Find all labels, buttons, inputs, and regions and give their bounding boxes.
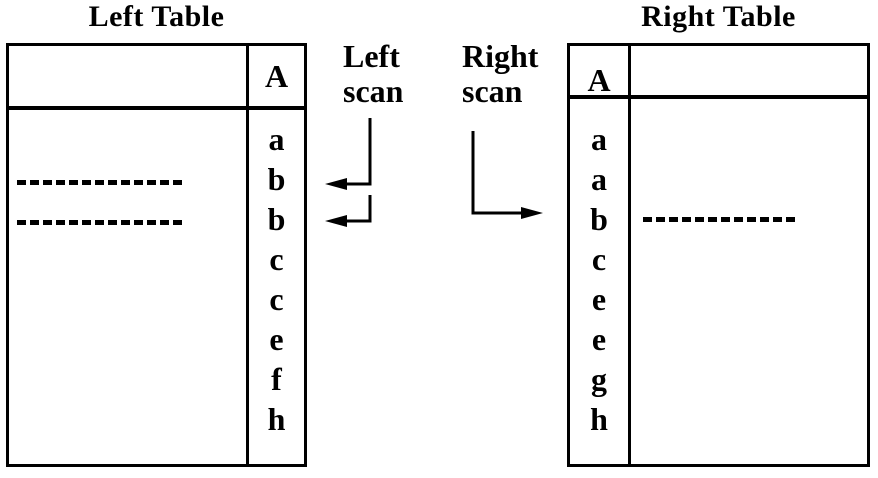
key-cell: a: [591, 121, 607, 157]
left-table: A a b b c c e f h: [6, 43, 307, 467]
match-line-left-row-b2: [17, 220, 182, 225]
key-cell: e: [591, 321, 607, 357]
left-table-key-column-header: A: [246, 46, 304, 110]
right-scan-label: Right scan: [462, 39, 538, 109]
key-cell: g: [591, 361, 607, 397]
right-scan-label-line2: scan: [462, 73, 523, 109]
right-table-title: Right Table: [641, 0, 796, 33]
right-table: A a a b c e e g h: [567, 43, 870, 467]
key-cell: b: [590, 201, 608, 237]
key-cell: a: [591, 161, 607, 197]
key-cell: e: [591, 281, 607, 317]
left-scan-label-line1: Left: [343, 38, 400, 74]
match-line-right-row-b: [643, 217, 797, 222]
key-cell: b: [267, 161, 286, 197]
left-scan-arrow-1: [325, 118, 372, 190]
key-cell: h: [590, 401, 608, 437]
right-table-blank-header-cell: [631, 46, 867, 99]
right-table-row-area: [631, 99, 867, 464]
match-line-left-row-b1: [17, 180, 182, 185]
key-cell: b: [267, 201, 286, 237]
key-cell: h: [267, 401, 286, 437]
right-table-key-column: a a b c e e g h: [570, 99, 631, 464]
key-cell: c: [591, 241, 607, 277]
left-table-key-column: a b b c c e f h: [246, 110, 304, 464]
left-scan-arrow-2: [325, 195, 372, 227]
right-table-key-column-header: A: [570, 46, 631, 99]
left-table-title: Left Table: [88, 0, 225, 33]
right-scan-label-line1: Right: [462, 38, 539, 74]
left-table-row-area: [9, 110, 246, 464]
key-cell: c: [269, 281, 284, 317]
key-cell: f: [271, 361, 282, 397]
left-scan-label-line2: scan: [343, 73, 404, 109]
right-scan-arrow: [471, 131, 543, 219]
left-scan-label: Left scan: [343, 39, 403, 109]
key-cell: e: [269, 321, 284, 357]
left-table-blank-header-cell: [9, 46, 246, 110]
key-cell: a: [268, 121, 285, 157]
key-cell: c: [269, 241, 284, 277]
